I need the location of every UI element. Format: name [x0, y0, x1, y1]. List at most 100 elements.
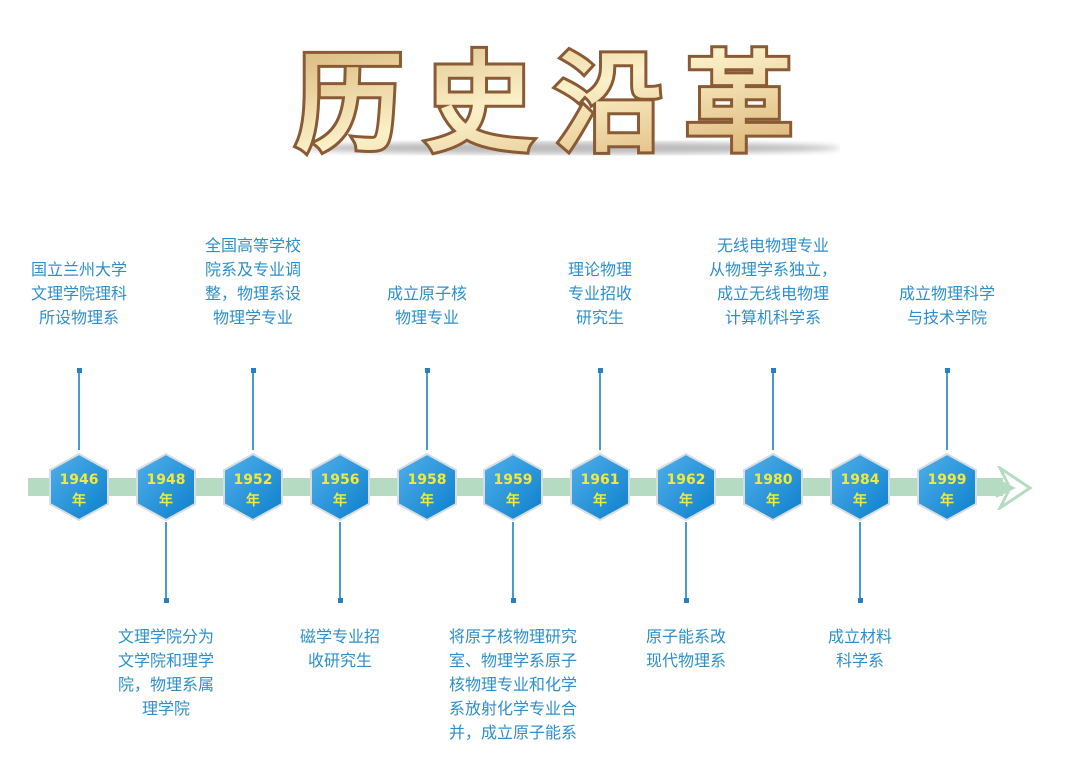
connector-line	[685, 522, 687, 602]
connector-line	[772, 370, 774, 450]
hexagon-shape	[656, 452, 716, 522]
event-line: 文理学院理科	[30, 284, 128, 303]
event-description: 文理学院分为文学院和理学院，物理系属理学院	[118, 625, 214, 721]
event-description: 成立材料科学系	[828, 625, 892, 673]
event-description: 理论物理专业招收研究生	[568, 258, 632, 330]
year-suffix: 年	[593, 493, 607, 509]
year-label: 1958	[407, 472, 447, 488]
hexagon-shape	[830, 452, 890, 522]
connector-line	[426, 370, 428, 450]
title-logo: 历史沿革	[292, 39, 840, 166]
hexagon-shape	[917, 452, 977, 522]
event-line: 磁学专业招	[299, 627, 381, 646]
event-line: 现代物理系	[645, 651, 727, 670]
event-line: 所设物理系	[38, 308, 120, 327]
year-label: 1952	[233, 472, 273, 488]
connector-dot	[424, 368, 430, 373]
hexagon-shape	[223, 452, 283, 522]
connector-dot	[683, 598, 689, 603]
event-line: 理学院	[141, 699, 191, 718]
connector-dot	[944, 368, 950, 373]
event-line: 全国高等学校	[204, 236, 302, 255]
event-line: 理论物理	[567, 260, 633, 279]
event-line: 与技术学院	[906, 308, 988, 327]
hexagon-shape	[136, 452, 196, 522]
event-line: 室、物理学系原子	[448, 651, 578, 670]
year-hexagon: 1958 年	[396, 452, 458, 522]
year-hexagon: 1956 年	[309, 452, 371, 522]
event-line: 成立物理科学	[898, 284, 996, 303]
connector-line	[946, 370, 948, 450]
event-line: 成立无线电物理	[716, 284, 830, 303]
hexagon-shape	[743, 452, 803, 522]
event-line: 文理学院分为	[117, 627, 215, 646]
year-label: 1948	[146, 472, 186, 488]
arrow-head-icon	[996, 466, 1033, 510]
event-description: 国立兰州大学文理学院理科所设物理系	[31, 258, 127, 330]
event-line: 核物理专业和化学	[448, 675, 578, 694]
event-line: 文学院和理学	[117, 651, 215, 670]
year-suffix: 年	[333, 493, 347, 509]
event-line: 原子能系改	[645, 627, 727, 646]
event-line: 整，物理系设	[204, 284, 302, 303]
connector-dot	[337, 598, 343, 603]
year-suffix: 年	[159, 493, 173, 509]
event-line: 将原子核物理研究	[448, 627, 578, 646]
event-line: 无线电物理专业	[716, 236, 830, 255]
event-line: 科学系	[835, 651, 885, 670]
event-line: 从物理学系独立，	[708, 260, 838, 279]
connector-line	[599, 370, 601, 450]
connector-line	[252, 370, 254, 450]
hexagon-shape	[310, 452, 370, 522]
hexagon-shape	[483, 452, 543, 522]
event-line: 专业招收	[567, 284, 633, 303]
year-label: 1984	[840, 472, 880, 488]
year-suffix: 年	[72, 493, 86, 509]
connector-line	[78, 370, 80, 450]
year-hexagon: 1962 年	[655, 452, 717, 522]
event-description: 成立原子核物理专业	[387, 282, 467, 330]
year-suffix: 年	[766, 493, 780, 509]
year-suffix: 年	[679, 493, 693, 509]
event-description: 将原子核物理研究室、物理学系原子核物理专业和化学系放射化学专业合并，成立原子能系	[449, 625, 577, 745]
year-suffix: 年	[506, 493, 520, 509]
event-description: 全国高等学校院系及专业调整，物理系设物理学专业	[205, 234, 301, 330]
event-description: 无线电物理专业从物理学系独立，成立无线电物理计算机科学系	[709, 234, 837, 330]
connector-dot	[250, 368, 256, 373]
year-label: 1980	[753, 472, 793, 488]
svg-text:历史沿革: 历史沿革	[295, 42, 815, 166]
year-hexagon: 1980 年	[742, 452, 804, 522]
event-description: 成立物理科学与技术学院	[899, 282, 995, 330]
year-hexagon: 1948 年	[135, 452, 197, 522]
hexagon-shape	[397, 452, 457, 522]
year-suffix: 年	[420, 493, 434, 509]
event-line: 成立材料	[827, 627, 893, 646]
year-label: 1959	[493, 472, 533, 488]
connector-dot	[76, 368, 82, 373]
hexagon-shape	[570, 452, 630, 522]
connector-dot	[770, 368, 776, 373]
event-line: 院，物理系属	[117, 675, 215, 694]
event-description: 原子能系改现代物理系	[646, 625, 726, 673]
year-suffix: 年	[940, 493, 954, 509]
event-line: 系放射化学专业合	[448, 699, 578, 718]
event-line: 物理学专业	[212, 308, 294, 327]
connector-dot	[163, 598, 169, 603]
event-line: 研究生	[575, 308, 625, 327]
event-description: 磁学专业招收研究生	[300, 625, 380, 673]
connector-dot	[857, 598, 863, 603]
event-line: 国立兰州大学	[30, 260, 128, 279]
connector-line	[165, 522, 167, 602]
connector-line	[339, 522, 341, 602]
event-line: 成立原子核	[386, 284, 468, 303]
event-line: 物理专业	[394, 308, 460, 327]
connector-dot	[510, 598, 516, 603]
year-label: 1962	[666, 472, 706, 488]
year-label: 1956	[320, 472, 360, 488]
